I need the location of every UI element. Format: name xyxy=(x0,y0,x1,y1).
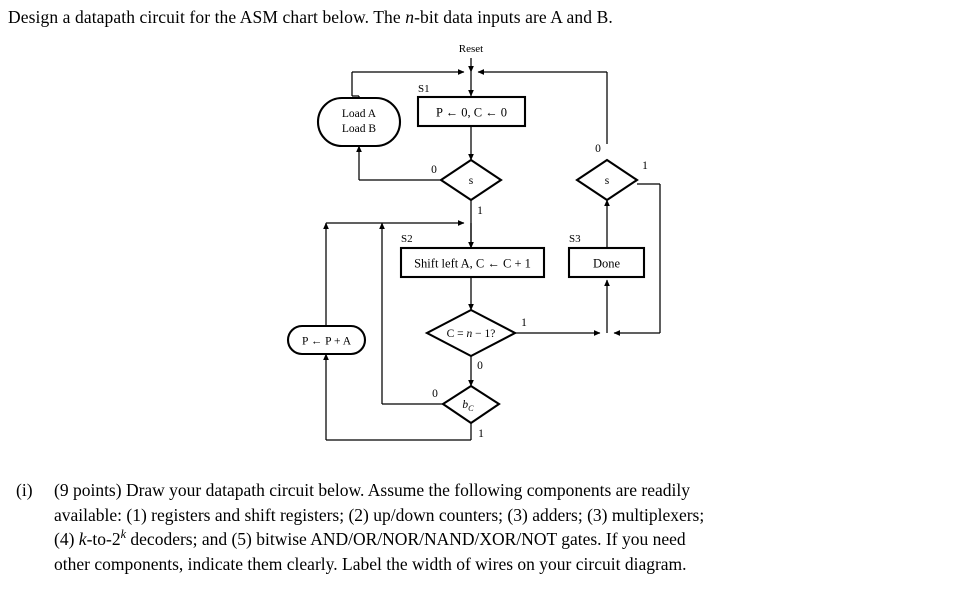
prompt-text-before: Design a datapath circuit for the ASM ch… xyxy=(8,7,406,27)
s-left-false-label: 0 xyxy=(431,164,437,176)
question-italic-k: k xyxy=(78,529,87,549)
asm-chart-svg: Reset S1 P ← 0, C ← 0 Load A Load B s 0 … xyxy=(286,43,661,441)
reset-label: Reset xyxy=(459,43,483,55)
prompt-italic-n: n xyxy=(405,7,415,27)
s-left-true-label: 1 xyxy=(477,205,483,217)
s-right-diamond xyxy=(575,158,639,202)
decision-c-count: C = n − 1? 1 0 xyxy=(424,308,527,372)
conditional-output-load-ab: Load A Load B xyxy=(316,96,402,148)
load-ab-line2: Load B xyxy=(342,123,377,135)
decision-s-left: s 0 1 xyxy=(431,158,503,217)
question-line-3-a: (4) xyxy=(54,529,79,549)
b-c-false-label: 0 xyxy=(432,388,438,400)
state-name-s1: S1 xyxy=(418,83,430,95)
s1-box-rect xyxy=(416,95,527,128)
b-c-subscript: C xyxy=(468,404,474,413)
s-right-false-label: 0 xyxy=(595,143,601,155)
state-name-s2: S2 xyxy=(401,233,413,245)
s2-action-text: Shift left A, C ← C + 1 xyxy=(414,257,531,271)
p-plus-a-text: P ← P + A xyxy=(302,336,352,348)
c-count-italic-n: n xyxy=(467,328,473,340)
asm-chart-figure: Reset S1 P ← 0, C ← 0 Load A Load B s 0 … xyxy=(0,36,973,466)
state-box-s1: S1 P ← 0, C ← 0 xyxy=(416,83,527,128)
question-line-4: other components, indicate them clearly.… xyxy=(54,553,687,574)
asm-wires xyxy=(323,58,661,441)
s-right-condition: s xyxy=(605,175,610,187)
c-count-suffix: − 1? xyxy=(472,328,495,340)
question-block: (i) (9 points) Draw your datapath circui… xyxy=(16,478,961,576)
b-c-diamond xyxy=(441,384,501,425)
load-ab-oval xyxy=(316,96,402,148)
page-title: Design a datapath circuit for the ASM ch… xyxy=(8,6,958,28)
c-count-prefix: C = xyxy=(447,328,467,340)
p-plus-a-oval xyxy=(286,324,367,356)
b-c-true-label: 1 xyxy=(478,428,484,440)
question-marker: (i) xyxy=(16,480,33,500)
question-line-3: (4) k-to-2k decoders; and (5) bitwise AN… xyxy=(54,527,961,552)
question-line-2: available: (1) registers and shift regis… xyxy=(54,504,705,525)
c-count-false-label: 0 xyxy=(477,360,483,372)
question-superscript-k: k xyxy=(120,527,127,542)
question-line-1: (9 points) Draw your datapath circuit be… xyxy=(54,480,690,500)
decision-s-right: s 0 1 xyxy=(575,143,648,202)
load-ab-line1: Load A xyxy=(342,108,377,120)
c-count-diamond xyxy=(424,308,518,358)
prompt-text-after: -bit data inputs are A and B. xyxy=(414,7,613,27)
conditional-output-p-plus-a: P ← P + A xyxy=(286,324,367,356)
c-count-condition: C = n − 1? xyxy=(447,328,496,340)
question-body: (9 points) Draw your datapath circuit be… xyxy=(54,478,961,576)
s1-action-text: P ← 0, C ← 0 xyxy=(436,106,507,120)
decision-b-c: bC 0 1 xyxy=(432,384,501,440)
b-c-condition: bC xyxy=(462,399,474,413)
b-c-base: b xyxy=(462,399,468,411)
s-right-true-label: 1 xyxy=(642,160,648,172)
s3-box-rect xyxy=(567,246,646,279)
s3-action-text: Done xyxy=(593,257,621,271)
state-box-s3: S3 Done xyxy=(567,233,646,279)
state-name-s3: S3 xyxy=(569,233,581,245)
s2-box-rect xyxy=(399,246,546,279)
s-left-diamond xyxy=(439,158,503,202)
s-left-condition: s xyxy=(469,175,474,187)
state-box-s2: S2 Shift left A, C ← C + 1 xyxy=(399,233,546,279)
question-line-3-b: -to-2 xyxy=(86,529,121,549)
question-line-3-c: decoders; and (5) bitwise AND/OR/NOR/NAN… xyxy=(126,529,686,549)
c-count-true-label: 1 xyxy=(521,317,527,329)
